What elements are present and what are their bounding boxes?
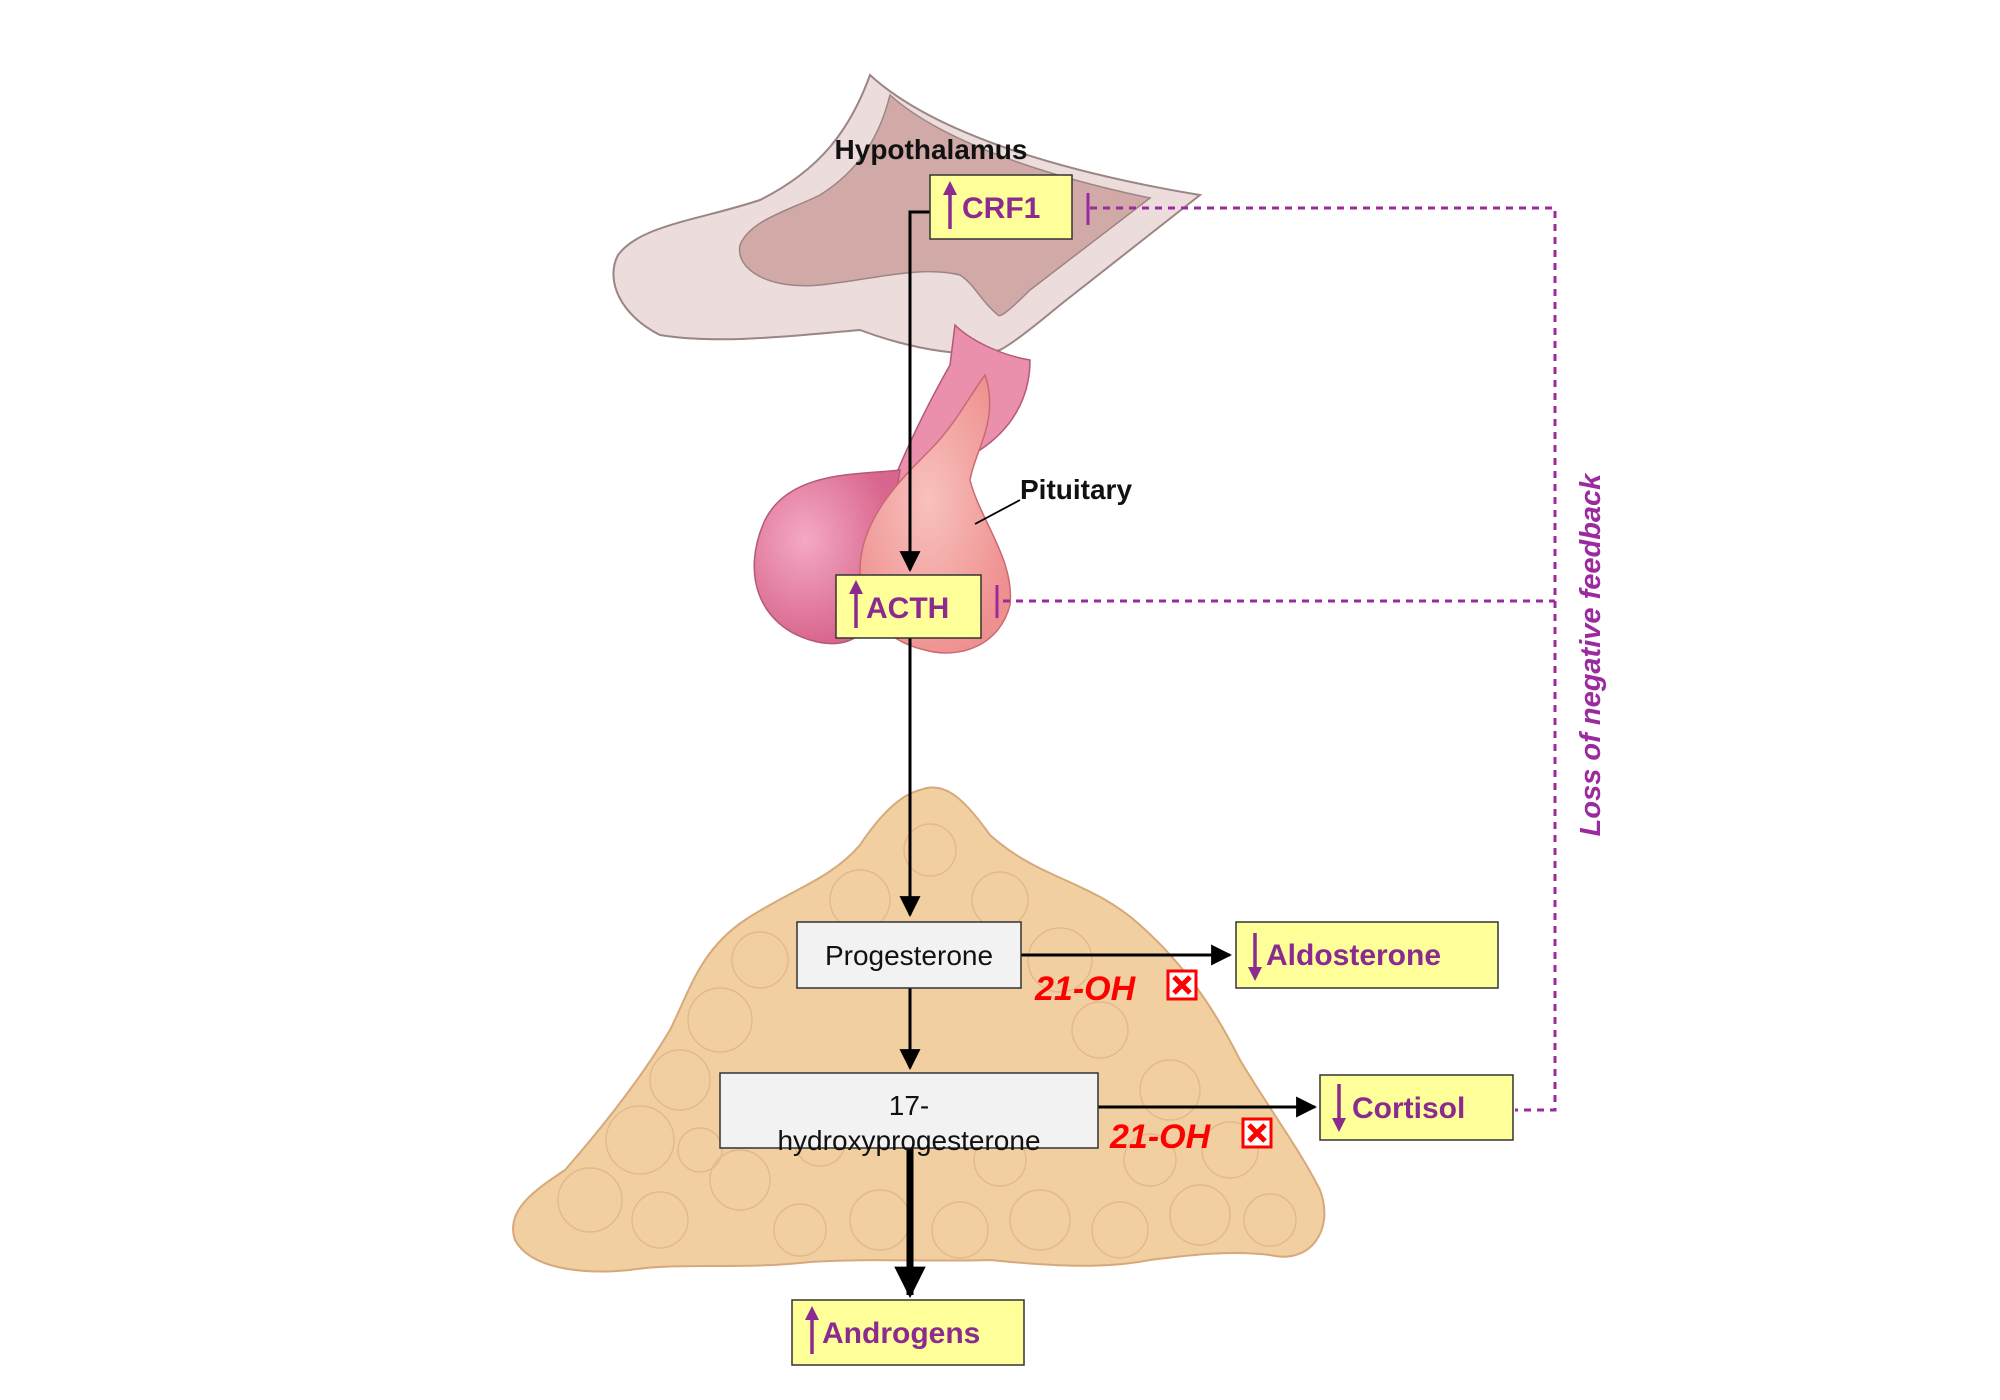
aldosterone-label: Aldosterone	[1266, 939, 1441, 972]
crf1-label: CRF1	[962, 192, 1040, 225]
up-arrow-icon	[849, 580, 863, 628]
acth-box: ACTH	[835, 574, 982, 639]
pathway-arrows	[894, 210, 1318, 1299]
negative-feedback-lines	[995, 193, 1557, 1112]
acth-label: ACTH	[866, 592, 949, 625]
adrenal-gland-illustration	[512, 786, 1326, 1273]
feedback-line-to-crf1	[1090, 206, 1557, 1112]
blocked-x-icon	[1241, 1117, 1273, 1149]
hypothalamus-label: Hypothalamus	[835, 134, 1028, 165]
down-arrow-icon	[1332, 1084, 1346, 1132]
hypothalamus-illustration	[612, 73, 1203, 355]
down-arrow-icon	[1248, 933, 1262, 981]
cortisol-box: Cortisol	[1319, 1074, 1514, 1141]
crf1-box: CRF1	[929, 174, 1073, 240]
arrow-crf1-to-acth	[899, 210, 932, 573]
blocked-x-icon	[1166, 969, 1198, 1001]
pituitary-label: Pituitary	[1020, 474, 1132, 505]
cortisol-label: Cortisol	[1352, 1092, 1465, 1125]
progesterone-label: Progesterone	[825, 940, 993, 971]
pituitary-pointer-line	[974, 499, 1021, 525]
enzyme-block-aldosterone: 21-OH	[1034, 969, 1198, 1008]
adrenal-cell-texture	[557, 823, 1297, 1259]
aldosterone-box: Aldosterone	[1235, 921, 1499, 989]
progesterone-box: Progesterone	[796, 921, 1022, 989]
androgens-label: Androgens	[822, 1317, 980, 1350]
up-arrow-icon	[805, 1306, 819, 1354]
hydroxyprogesterone-label-line2: hydroxyprogesterone	[777, 1125, 1040, 1156]
hydroxyprogesterone-label-line1: 17-	[889, 1090, 929, 1121]
up-arrow-icon	[943, 181, 957, 229]
enzyme-block-cortisol: 21-OH	[1109, 1117, 1273, 1156]
hydroxyprogesterone-box: 17- hydroxyprogesterone	[719, 1072, 1099, 1156]
adrenal-body	[512, 786, 1326, 1273]
feedback-label: Loss of negative feedback	[1575, 472, 1607, 836]
enzyme-label: 21-OH	[1034, 970, 1137, 1008]
androgens-box: Androgens	[791, 1299, 1025, 1366]
enzyme-label: 21-OH	[1109, 1118, 1212, 1156]
